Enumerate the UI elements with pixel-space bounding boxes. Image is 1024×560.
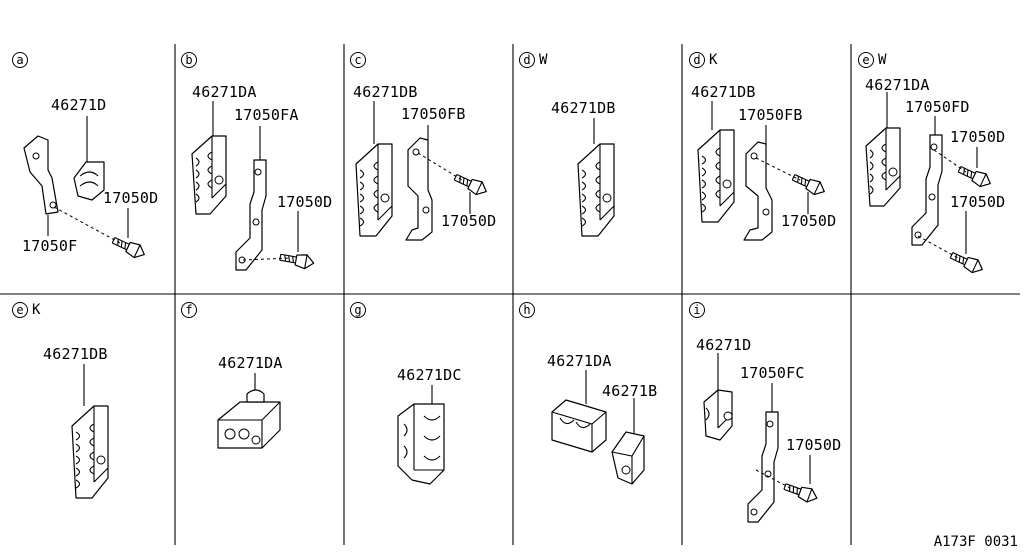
part-label: 17050FB	[738, 106, 803, 124]
panel-h-drawing	[551, 370, 645, 485]
part-label: 17050D	[441, 212, 497, 230]
panel-dw-suffix: W	[539, 52, 548, 68]
grid-lines	[0, 44, 1020, 545]
panel-ew-letter: e	[858, 52, 874, 68]
part-label: 17050D	[781, 212, 837, 230]
panel-b-letter: b	[181, 52, 197, 68]
part-label: 46271D	[696, 336, 752, 354]
panel-b-header: b	[181, 52, 201, 68]
panel-f-letter: f	[181, 302, 197, 318]
part-label: 46271D	[51, 96, 107, 114]
panel-g-header: g	[350, 302, 370, 318]
part-label: 17050D	[103, 189, 159, 207]
part-label: 17050FA	[234, 106, 299, 124]
part-label: 17050FD	[905, 98, 970, 116]
part-label: 46271DA	[547, 352, 612, 370]
panel-ew-suffix: W	[878, 52, 887, 68]
panel-dk-suffix: K	[709, 52, 718, 68]
part-label: 17050D	[950, 193, 1006, 211]
part-label: 46271DB	[43, 345, 108, 363]
panel-ek-drawing	[71, 364, 109, 499]
part-label: 17050F	[22, 237, 78, 255]
panel-a-drawing	[23, 116, 148, 262]
panel-b-drawing	[191, 101, 316, 271]
panel-ek-letter: e	[12, 302, 28, 318]
part-label: 46271B	[602, 382, 658, 400]
part-label: 17050D	[277, 193, 333, 211]
panel-ew-drawing	[865, 92, 994, 277]
panel-dk-drawing	[697, 101, 828, 241]
panel-i-letter: i	[689, 302, 705, 318]
panel-g-letter: g	[350, 302, 366, 318]
panel-g-drawing	[397, 385, 445, 485]
panel-c-letter: c	[350, 52, 366, 68]
part-label: 17050FC	[740, 364, 805, 382]
panel-f-drawing	[217, 373, 281, 449]
part-label: 17050FB	[401, 105, 466, 123]
panel-dk-letter: d	[689, 52, 705, 68]
panel-f-header: f	[181, 302, 201, 318]
part-label: 46271DC	[397, 366, 462, 384]
part-label: 46271DA	[192, 83, 257, 101]
panel-h-letter: h	[519, 302, 535, 318]
panel-i-drawing	[703, 353, 820, 523]
part-label: 46271DB	[691, 83, 756, 101]
part-label: 17050D	[950, 128, 1006, 146]
panel-c-header: c	[350, 52, 370, 68]
part-label: 46271DB	[551, 99, 616, 117]
diagram-code: A173F 0031	[933, 534, 1018, 550]
part-label: 46271DB	[353, 83, 418, 101]
panel-a-letter: a	[12, 52, 28, 68]
part-label: 46271DA	[865, 76, 930, 94]
panel-ek-suffix: K	[32, 302, 41, 318]
panel-h-header: h	[519, 302, 539, 318]
panel-i-header: i	[689, 302, 709, 318]
part-label: 46271DA	[218, 354, 283, 372]
panel-dw-letter: d	[519, 52, 535, 68]
part-label: 17050D	[786, 436, 842, 454]
panel-dw-drawing	[577, 118, 615, 237]
panel-a-header: a	[12, 52, 32, 68]
panel-c-drawing	[355, 101, 490, 241]
